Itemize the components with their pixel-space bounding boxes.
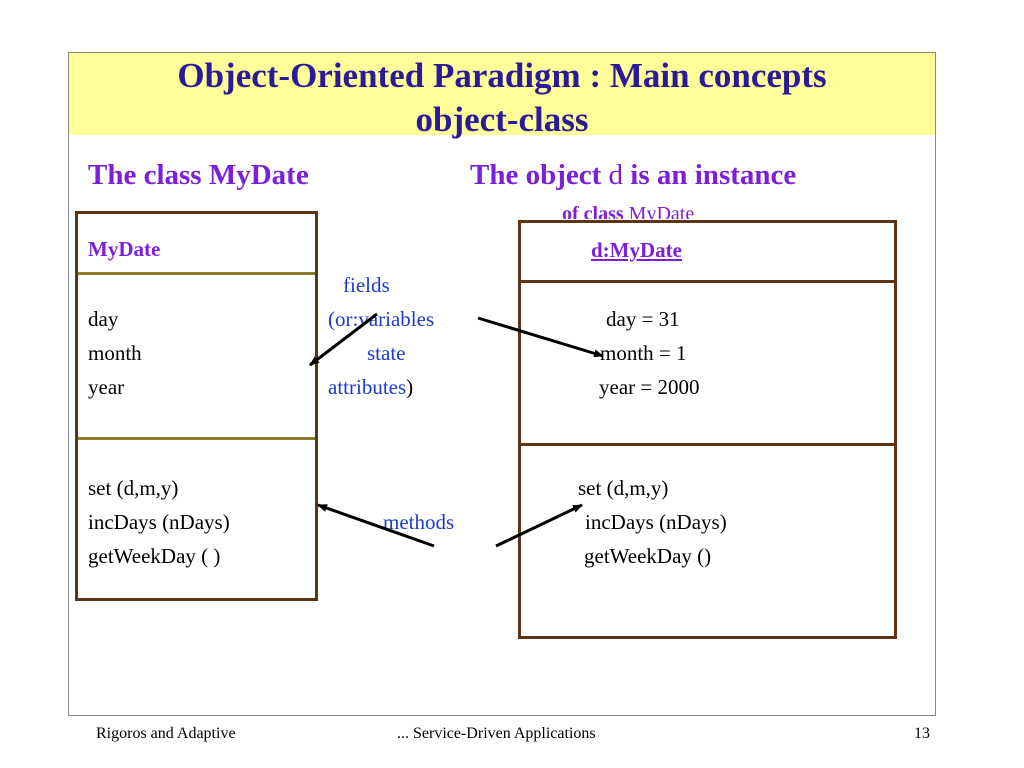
object-field-year: year = 2000 bbox=[599, 375, 700, 399]
arrow-methods-to-object bbox=[495, 503, 583, 548]
class-method-getweekday: getWeekDay ( ) bbox=[88, 544, 221, 568]
label-attributes: attributes bbox=[328, 375, 407, 399]
object-method-set: set (d,m,y) bbox=[578, 476, 669, 500]
class-box bbox=[75, 211, 318, 601]
object-subheading: of class MyDate bbox=[562, 203, 694, 219]
arrow-fields-to-class bbox=[309, 312, 378, 367]
object-field-day: day = 31 bbox=[606, 307, 680, 331]
class-heading: The class MyDate bbox=[88, 159, 309, 191]
label-attributes-line: attributes) bbox=[328, 375, 413, 399]
slide-title-line-2: object-class bbox=[415, 100, 589, 139]
slide-title-line-1: Object-Oriented Paradigm : Main concepts bbox=[177, 56, 827, 95]
class-box-divider-2 bbox=[78, 437, 315, 440]
class-field-month: month bbox=[88, 341, 142, 365]
slide-frame bbox=[68, 52, 936, 716]
label-methods: methods bbox=[383, 510, 455, 534]
class-box-divider-1 bbox=[78, 272, 315, 275]
class-field-day: day bbox=[88, 307, 119, 331]
object-box bbox=[518, 220, 897, 639]
class-method-set: set (d,m,y) bbox=[88, 476, 179, 500]
arrow-methods-to-class bbox=[317, 503, 435, 548]
label-or: (or: bbox=[328, 307, 359, 331]
label-close-paren: ) bbox=[406, 375, 414, 399]
object-box-divider-2 bbox=[521, 443, 894, 446]
class-name: MyDate bbox=[88, 237, 161, 261]
arrow-fields-to-object bbox=[477, 316, 604, 358]
object-subheading-plain: MyDate bbox=[623, 203, 695, 219]
title-band bbox=[69, 53, 935, 135]
object-heading-var: d bbox=[608, 159, 624, 191]
footer-center: ... Service-Driven Applications bbox=[397, 725, 596, 742]
object-method-getweekday: getWeekDay () bbox=[584, 544, 712, 568]
object-name: d:MyDate bbox=[591, 238, 682, 262]
object-box-divider-1 bbox=[521, 280, 894, 283]
class-field-year: year bbox=[88, 375, 125, 399]
object-method-incdays: incDays (nDays) bbox=[585, 510, 727, 534]
page-number: 13 bbox=[914, 725, 930, 742]
object-heading-part1: The object bbox=[470, 159, 609, 191]
object-heading: The object d is an instance bbox=[470, 158, 796, 192]
label-state: state bbox=[367, 341, 406, 365]
object-subheading-bold: of class bbox=[562, 203, 624, 219]
class-method-incdays: incDays (nDays) bbox=[88, 510, 230, 534]
object-field-month: month = 1 bbox=[600, 341, 687, 365]
footer-left: Rigoros and Adaptive bbox=[96, 725, 236, 742]
label-fields: fields bbox=[343, 273, 390, 297]
object-heading-part3: is an instance bbox=[623, 159, 797, 191]
